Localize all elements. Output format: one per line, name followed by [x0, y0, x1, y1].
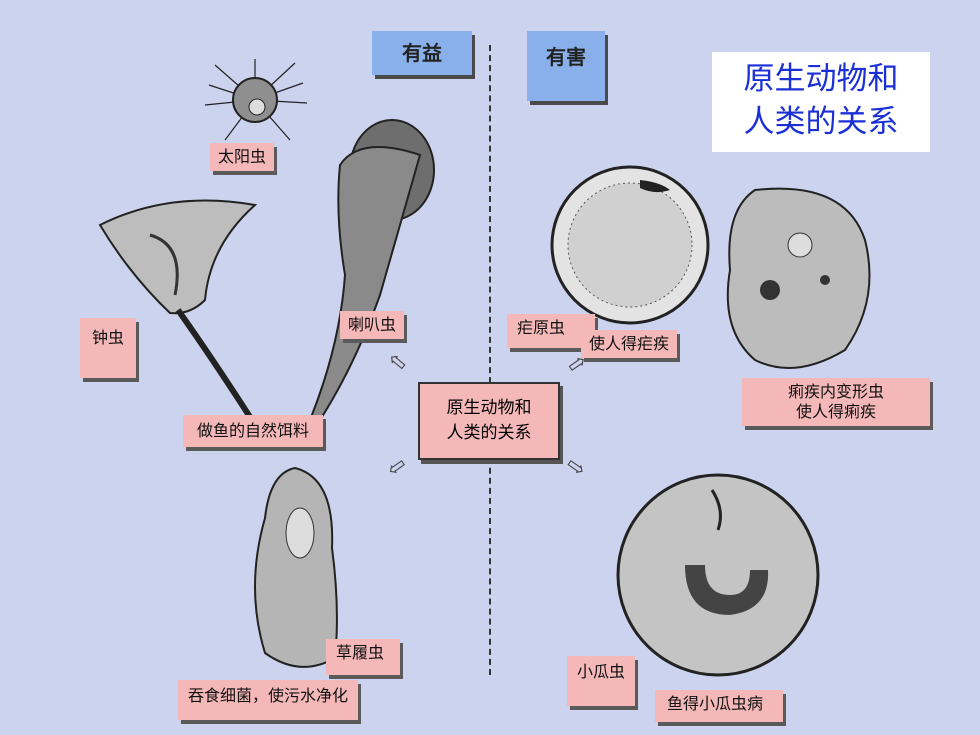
ichthyophthirius-illustration	[616, 473, 820, 677]
label-amoeba: 痢疾内变形虫 使人得痢疾	[742, 378, 930, 426]
slide-title-line2: 人类的关系	[743, 104, 899, 140]
label-amoeba-line2: 使人得痢疾	[795, 402, 876, 421]
slide-title: 原生动物和 人类的关系	[712, 52, 930, 152]
center-topic-line1: 原生动物和	[446, 398, 532, 418]
plasmodium-illustration	[550, 165, 710, 325]
label-vorticella: 钟虫	[80, 318, 137, 378]
label-paramecium-use: 吞食细菌，使污水净化	[178, 680, 359, 720]
label-fish-food: 做鱼的自然饵料	[183, 415, 324, 447]
paramecium-illustration	[254, 466, 338, 668]
label-plasmodium: 疟原虫	[507, 314, 596, 348]
center-topic-line2: 人类的关系	[446, 423, 532, 443]
center-divider	[489, 45, 491, 675]
arrow-down-right-icon: ⇨	[560, 451, 590, 484]
label-paramecium: 草履虫	[326, 639, 401, 675]
arrow-down-left-icon: ⇦	[382, 451, 412, 484]
label-ichthyophthirius-effect: 鱼得小瓜虫病	[655, 690, 784, 722]
amoeba-illustration	[726, 187, 871, 369]
header-harmful: 有害	[527, 31, 605, 101]
label-stentor: 喇叭虫	[340, 311, 405, 339]
label-plasmodium-effect: 使人得疟疾	[581, 330, 678, 358]
sun-animalcule-illustration	[204, 59, 308, 141]
header-beneficial: 有益	[372, 31, 472, 75]
slide-title-line1: 原生动物和	[743, 61, 899, 97]
label-amoeba-line1: 痢疾内变形虫	[787, 382, 884, 401]
label-sun-animalcule: 太阳虫	[210, 143, 275, 171]
stentor-illustration	[308, 119, 435, 421]
center-topic-box: 原生动物和 人类的关系	[418, 382, 560, 460]
label-ichthyophthirius: 小瓜虫	[567, 656, 636, 706]
vorticella-illustration	[98, 199, 258, 419]
